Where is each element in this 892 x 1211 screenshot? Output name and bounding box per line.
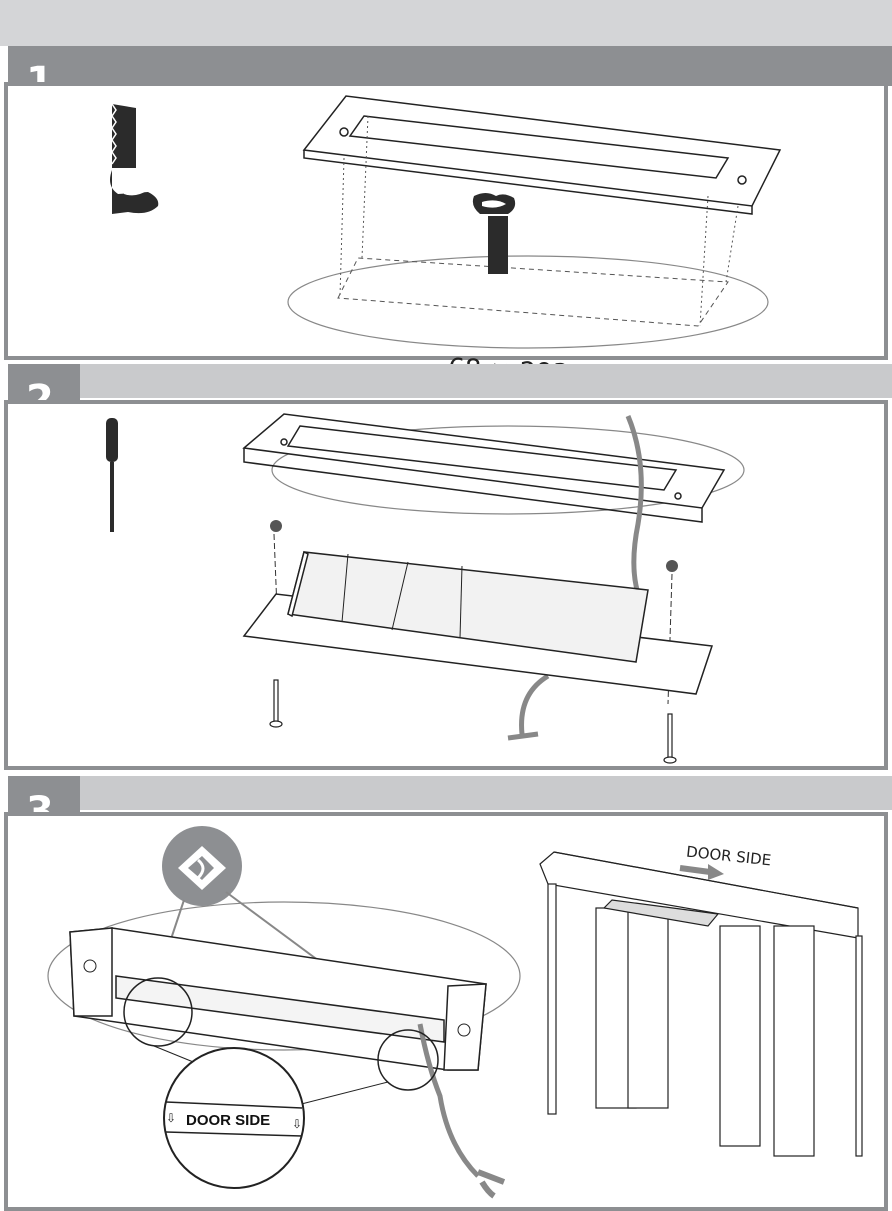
cable-bottom <box>507 673 550 741</box>
step-3-header <box>80 776 892 810</box>
step-2-illustration <box>106 413 745 764</box>
operator-box <box>242 550 714 695</box>
step-3-illustration: ⇩ ⇩ <box>47 826 863 1199</box>
step-1-illustration <box>110 95 782 349</box>
eye-icon <box>162 826 242 906</box>
saw-icon <box>110 103 159 214</box>
frame-2 <box>242 413 726 523</box>
direction-arrow <box>679 865 711 875</box>
cable-top <box>625 415 645 606</box>
step-1-panel: 68 × 293 mm <box>4 82 888 393</box>
ceiling-ellipse <box>287 255 769 349</box>
step-3-panel: ⇩ ⇩ DOOR SIDE <box>4 812 888 1211</box>
screwdriver-icon <box>106 418 118 532</box>
screws <box>269 679 677 764</box>
door-scene <box>539 851 863 1157</box>
step-2-panel <box>4 400 888 770</box>
svg-text:⇩: ⇩ <box>166 1111 176 1125</box>
base-plate <box>69 927 487 1071</box>
svg-text:⇩: ⇩ <box>292 1117 302 1131</box>
step-1-header <box>80 46 892 86</box>
step-2-header <box>80 364 892 398</box>
door-side-zoom-label: DOOR SIDE <box>186 1112 271 1129</box>
saw-small-icon <box>472 193 516 274</box>
zoom-circle <box>163 1047 305 1189</box>
top-band <box>0 0 892 46</box>
cable <box>417 1023 480 1178</box>
cutout-outline <box>337 257 729 327</box>
mounting-frame <box>302 95 782 215</box>
